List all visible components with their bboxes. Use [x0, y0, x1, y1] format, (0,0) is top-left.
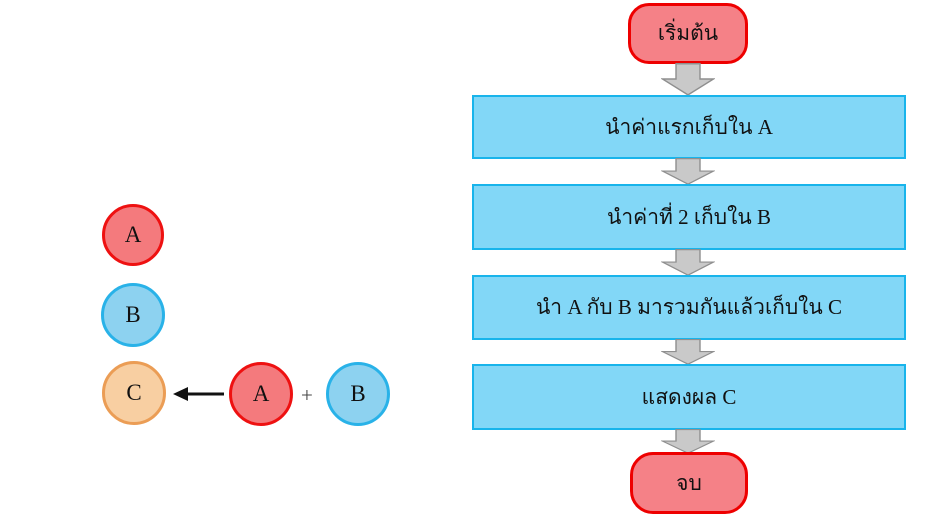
plus-operator: + [301, 383, 313, 407]
flow-arrow-down-icon [661, 339, 715, 365]
end-terminator: จบ [630, 452, 748, 514]
variable-b-label: B [125, 302, 141, 327]
variable-a-circle: A [102, 204, 164, 266]
operand-a-circle: A [229, 362, 293, 426]
start-label: เริ่มต้น [657, 21, 719, 45]
process-step-3: นำ A กับ B มารวมกันแล้วเก็บใน C [472, 275, 906, 340]
operand-b-circle: B [326, 362, 390, 426]
flow-arrow-down-icon [661, 63, 715, 96]
variable-c-label: C [126, 380, 142, 405]
variable-a-label: A [124, 222, 142, 247]
process-step-1-label: นำค่าแรกเก็บใน A [605, 114, 773, 139]
variable-b-circle: B [101, 283, 165, 347]
start-terminator: เริ่มต้น [628, 3, 748, 64]
flow-arrow-down-icon [661, 249, 715, 276]
operand-b-label: B [350, 381, 366, 406]
flow-arrow-down-icon [661, 158, 715, 185]
variable-c-circle: C [102, 361, 166, 425]
process-step-4-label: แสดงผล C [641, 384, 737, 409]
process-step-2: นำค่าที่ 2 เก็บใน B [472, 184, 906, 250]
process-step-2-label: นำค่าที่ 2 เก็บใน B [607, 204, 771, 229]
process-step-1: นำค่าแรกเก็บใน A [472, 95, 906, 159]
flow-arrow-down-icon [661, 429, 715, 454]
process-step-4: แสดงผล C [472, 364, 906, 430]
operand-a-label: A [252, 381, 270, 406]
assignment-arrow-icon [173, 387, 224, 401]
end-label: จบ [676, 470, 702, 495]
process-step-3-label: นำ A กับ B มารวมกันแล้วเก็บใน C [535, 295, 843, 319]
